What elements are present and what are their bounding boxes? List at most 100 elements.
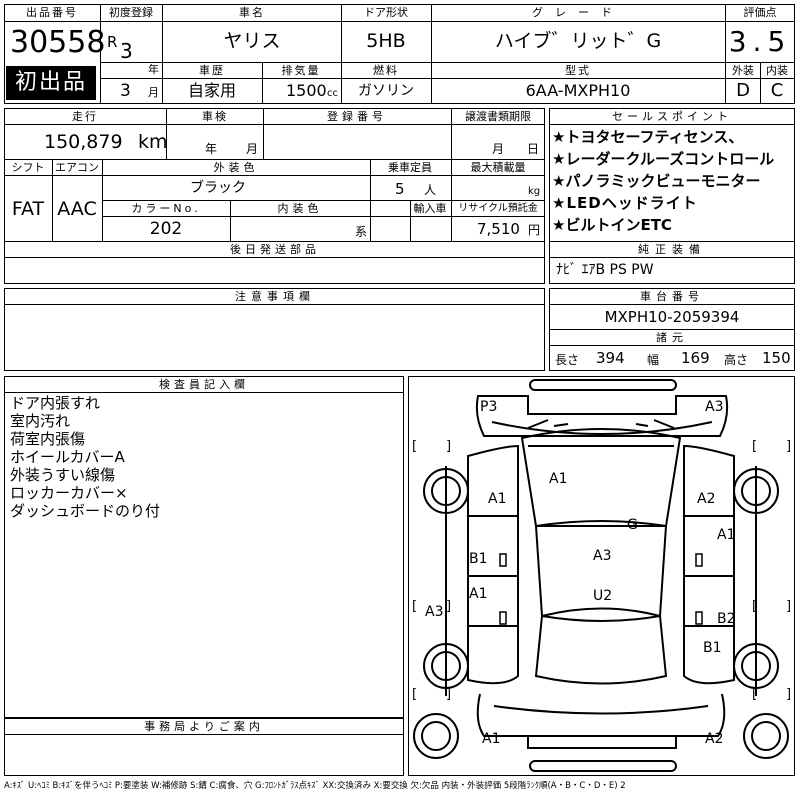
score: 3.5 (728, 25, 792, 58)
damage-mark-b2: B2 (717, 611, 736, 627)
inspector-note-line: ドア内張すれ (10, 394, 101, 412)
damage-mark-a2: A2 (697, 491, 716, 507)
damage-mark-u2: U2 (593, 588, 613, 604)
history: 自家用 (187, 81, 237, 100)
divider (4, 257, 545, 258)
inspector-note-line: ダッシュボードのり付 (10, 502, 161, 520)
first-listing-badge: 初出品 (6, 66, 96, 100)
import-label: 輸入車 (413, 202, 447, 215)
damage-mark-a3: A3 (705, 399, 724, 415)
exterior-color: ブラック (190, 180, 246, 196)
divider (549, 304, 795, 305)
car-name: ヤリス (223, 30, 281, 52)
displacement-unit: cc (327, 88, 338, 99)
left-bracket: [ (752, 439, 758, 454)
inspector-note-line: ロッカーカバー× (10, 484, 128, 502)
fuel-label: 燃料 (373, 64, 399, 77)
office-notice-box (4, 718, 404, 776)
width-label: 幅 (647, 353, 660, 367)
length: 394 (596, 349, 625, 367)
later-parts-label: 後日発送部品 (230, 243, 320, 256)
sales-points-label: セールスポイント (612, 110, 732, 123)
capacity-unit: 人 (424, 183, 437, 197)
car-damage-diagram (413, 379, 789, 772)
inspector-note-line: 室内汚れ (10, 412, 71, 430)
divider (451, 108, 452, 159)
aircon-label: エアコン (55, 161, 99, 174)
sales-points-box (549, 108, 795, 284)
grade: ハイブ゛リット゛G (494, 30, 662, 52)
office-notice-label: 事務局よりご案内 (144, 720, 264, 733)
sales-point-item: ★トヨタセーフティセンス、 (552, 128, 744, 146)
divider (725, 21, 795, 22)
listing-number: 30558 (10, 25, 106, 60)
left-bracket: [ (412, 439, 418, 454)
mileage-unit: km (138, 131, 168, 153)
registration-year: 3 (120, 39, 133, 63)
right-bracket: ] (786, 687, 792, 702)
later-parts-box (4, 241, 545, 284)
listing-number-label: 出品番号 (26, 6, 78, 19)
damage-mark-a3: A3 (425, 604, 444, 620)
divider (549, 345, 795, 346)
recycle-fee: 7,510 (477, 220, 520, 238)
divider (262, 62, 263, 104)
inspector-note-line: 外装うすい線傷 (10, 466, 116, 484)
first-registration-label: 初度登録 (109, 6, 153, 19)
shift: FAT (11, 198, 45, 220)
divider (4, 175, 545, 176)
interior-label: 内装 (766, 64, 788, 77)
shift-label: シフト (11, 161, 45, 174)
divider (549, 241, 795, 242)
capacity-label: 乗車定員 (388, 161, 432, 174)
month-unit: 月 (148, 86, 159, 99)
right-bracket: ] (446, 599, 452, 614)
registration-month: 3 (120, 81, 131, 101)
divider (263, 108, 264, 159)
interior-color-unit: 系 (355, 225, 368, 239)
divider (549, 257, 795, 258)
max-load-unit: kg (528, 186, 541, 197)
model-label: 型式 (565, 64, 591, 77)
transfer-deadline-label: 譲渡書類期限 (465, 110, 531, 123)
damage-legend: A:ｷｽﾞ U:ﾍｺﾐ B:ｷｽﾞを伴うﾍｺﾐ P:要塗装 W:補修跡 S:錆 … (4, 781, 626, 791)
height-label: 高さ (724, 353, 749, 367)
divider (549, 124, 795, 125)
damage-mark-a3: A3 (593, 548, 612, 564)
divider (102, 216, 545, 217)
sales-point-item: ★パノラミックビューモニター (552, 172, 761, 190)
fuel: ガソリン (358, 83, 414, 99)
divider (52, 159, 53, 242)
height: 150 (762, 349, 791, 367)
damage-mark-a1: A1 (549, 471, 568, 487)
divider (760, 62, 761, 104)
divider (102, 159, 103, 242)
transfer-month-unit: 月 (492, 142, 505, 156)
chassis-label: 車台番号 (640, 290, 704, 303)
damage-mark-p3: P3 (480, 399, 498, 415)
displacement: 1500 (286, 81, 327, 100)
left-bracket: [ (752, 687, 758, 702)
divider (4, 734, 404, 735)
door-type-label: ドア形状 (364, 6, 408, 19)
damage-mark-a1: A1 (488, 491, 507, 507)
era-mark: R (107, 33, 118, 51)
inspection-month-unit: 月 (246, 142, 259, 156)
specs-label: 諸元 (656, 331, 688, 344)
divider (4, 124, 545, 125)
sales-point-item: ★LEDヘッドライト (552, 194, 698, 212)
exterior-grade: D (736, 80, 750, 101)
mileage-label: 走行 (72, 110, 98, 123)
divider (100, 78, 795, 79)
left-bracket: [ (412, 599, 418, 614)
length-label: 長さ (555, 353, 580, 367)
divider (549, 329, 795, 330)
displacement-label: 排気量 (281, 64, 321, 77)
divider (370, 159, 371, 242)
divider (230, 200, 231, 242)
sales-point-item: ★ビルトインETC (552, 216, 672, 234)
divider (4, 21, 725, 22)
inspector-notes-box (4, 376, 404, 718)
damage-mark-a1: A1 (717, 527, 736, 543)
divider (4, 392, 404, 393)
